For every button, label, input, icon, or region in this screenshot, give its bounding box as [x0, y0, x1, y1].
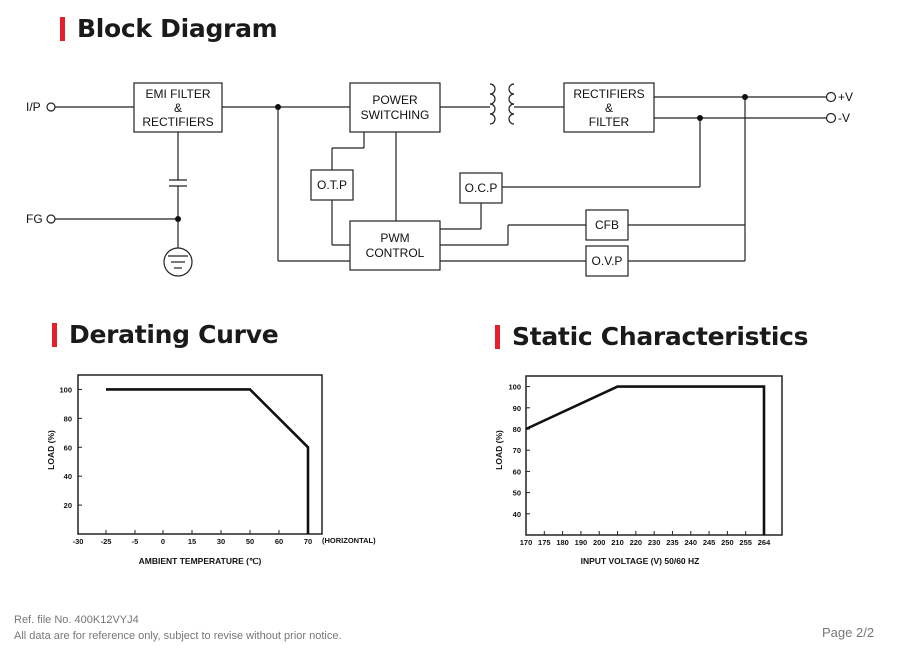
derating-x-tick-label: -30	[73, 537, 84, 546]
rf-amp-label: &	[605, 101, 613, 115]
derating-y-tick-label: 100	[59, 385, 72, 394]
static-x-tick-label: 240	[685, 538, 698, 547]
ref-file-text: Ref. file No. 400K12VYJ4	[14, 614, 139, 626]
block-diagram-title: Block Diagram	[77, 14, 278, 43]
derating-x-tick-label: 15	[188, 537, 196, 546]
static-x-tick-label: 210	[611, 538, 624, 547]
static-x-tick-label: 230	[648, 538, 661, 547]
static-y-tick-label: 90	[513, 404, 521, 413]
derating-heading: Derating Curve	[52, 320, 279, 349]
filter-label: FILTER	[589, 115, 630, 129]
cfb-label: CFB	[595, 218, 619, 232]
notice-text: All data are for reference only, subject…	[14, 630, 342, 642]
switching-label: SWITCHING	[361, 108, 430, 122]
static-x-tick-label: 190	[575, 538, 588, 547]
static-ylabel: LOAD (%)	[494, 430, 504, 470]
static-x-tick-label: 245	[703, 538, 716, 547]
derating-x-tick-label: -25	[101, 537, 112, 546]
power-label: POWER	[372, 93, 418, 107]
static-x-tick-label: 255	[739, 538, 752, 547]
block-diagram-heading: Block Diagram	[60, 14, 278, 43]
static-y-tick-label: 100	[508, 383, 521, 392]
static-x-tick-label: 250	[721, 538, 734, 547]
ovp-label: O.V.P	[592, 254, 623, 268]
static-x-tick-label: 180	[556, 538, 569, 547]
static-frame	[525, 375, 783, 536]
vplus-label: +V	[838, 90, 853, 104]
derating-frame	[77, 374, 323, 535]
derating-xlabel: AMBIENT TEMPERATURE (℃)	[139, 556, 262, 566]
ip-label: I/P	[26, 100, 41, 114]
derating-x-tick-label: 70	[304, 537, 312, 546]
emi-amp-label: &	[174, 101, 182, 115]
red-marker	[495, 324, 500, 349]
static-y-tick-label: 70	[513, 446, 521, 455]
derating-x-tick-label: -5	[132, 537, 139, 546]
static-title: Static Characteristics	[512, 322, 809, 351]
derating-y-tick-label: 40	[64, 472, 72, 481]
fg-label: FG	[26, 212, 43, 226]
static-x-tick-label: 200	[593, 538, 606, 547]
red-marker	[52, 322, 57, 347]
static-x-tick-label: 264	[758, 538, 771, 547]
static-y-tick-label: 50	[513, 489, 521, 498]
static-y-tick-label: 80	[513, 425, 521, 434]
control-label: CONTROL	[366, 246, 425, 260]
red-marker	[60, 16, 65, 41]
static-x-tick-label: 170	[520, 538, 533, 547]
derating-curve	[106, 388, 310, 534]
otp-label: O.T.P	[317, 178, 347, 192]
rectifiers-label: RECTIFIERS	[573, 87, 644, 101]
ocp-label: O.C.P	[465, 181, 498, 195]
page-number: Page 2/2	[822, 625, 875, 640]
derating-ylabel: LOAD (%)	[46, 430, 56, 470]
derating-y-tick-label: 20	[64, 501, 72, 510]
static-y-tick-label: 40	[513, 510, 521, 519]
emi-rect-label: RECTIFIERS	[142, 115, 213, 129]
static-x-tick-label: 235	[666, 538, 679, 547]
static-x-tick-label: 220	[630, 538, 643, 547]
derating-x-tick-label: 0	[161, 537, 165, 546]
static-xlabel: INPUT VOLTAGE (V) 50/60 HZ	[581, 556, 700, 566]
derating-y-tick-label: 60	[64, 443, 72, 452]
derating-y-tick-label: 80	[64, 414, 72, 423]
derating-x-tick-label: 60	[275, 537, 283, 546]
vminus-label: -V	[838, 111, 850, 125]
static-y-tick-label: 60	[513, 467, 521, 476]
block-diagram: EMI FILTER & RECTIFIERS POWER SWITCHING …	[26, 82, 853, 277]
pwm-label: PWM	[380, 231, 409, 245]
derating-xlabel-suffix: (HORIZONTAL)	[322, 536, 376, 545]
derating-x-tick-label: 50	[246, 537, 254, 546]
static-heading: Static Characteristics	[495, 322, 809, 351]
emi-filter-label: EMI FILTER	[145, 87, 210, 101]
static-curve	[525, 385, 766, 535]
derating-x-tick-label: 30	[217, 537, 225, 546]
derating-title: Derating Curve	[69, 320, 279, 349]
static-x-tick-label: 175	[538, 538, 551, 547]
